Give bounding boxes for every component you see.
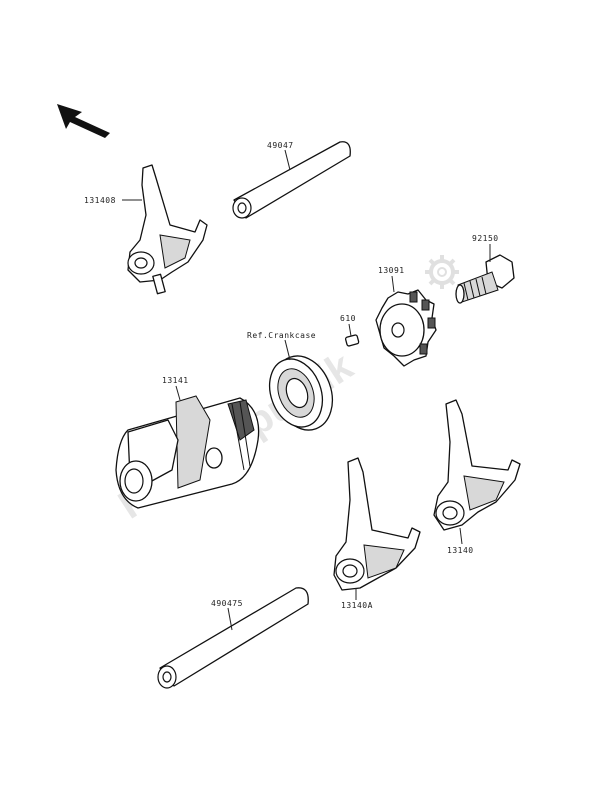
part-label: 13140 xyxy=(447,546,474,555)
part-label: Ref.Crankcase xyxy=(247,331,316,340)
bearing-crankcase[interactable]: Ref.Crankcase xyxy=(247,331,342,438)
part-label: 490475 xyxy=(211,599,243,608)
leader-line xyxy=(175,385,181,401)
leader-line xyxy=(391,275,395,293)
shaft-49047a[interactable]: 490475 xyxy=(157,587,309,689)
pulley-13091[interactable]: 13091 xyxy=(375,266,437,367)
shift-fork-131408[interactable]: 131408 xyxy=(84,164,208,295)
part-label: 13141 xyxy=(162,376,189,385)
gear-icon xyxy=(425,255,459,289)
part-label: 13140A xyxy=(341,601,373,610)
drum-13141[interactable]: 13141 xyxy=(115,376,260,509)
arrow-up-left-icon xyxy=(57,104,110,138)
part-label: 49047 xyxy=(267,141,294,150)
shaft-49047[interactable]: 49047 xyxy=(232,141,351,219)
part-label: 13091 xyxy=(378,266,405,275)
leader-line xyxy=(284,339,291,361)
leader-line xyxy=(459,527,463,545)
part-label: 92150 xyxy=(472,234,499,243)
leader-line xyxy=(227,607,233,631)
shift-fork-13140[interactable]: 13140 xyxy=(433,399,521,555)
shift-fork-13140a[interactable]: 13140A xyxy=(333,457,421,610)
part-label: 610 xyxy=(340,314,356,323)
bolt-92150[interactable]: 92150 xyxy=(455,234,515,304)
leader-line xyxy=(348,323,352,337)
part-label: 131408 xyxy=(84,196,116,205)
leader-line xyxy=(284,149,291,171)
pin-610[interactable]: 610 xyxy=(340,314,360,347)
